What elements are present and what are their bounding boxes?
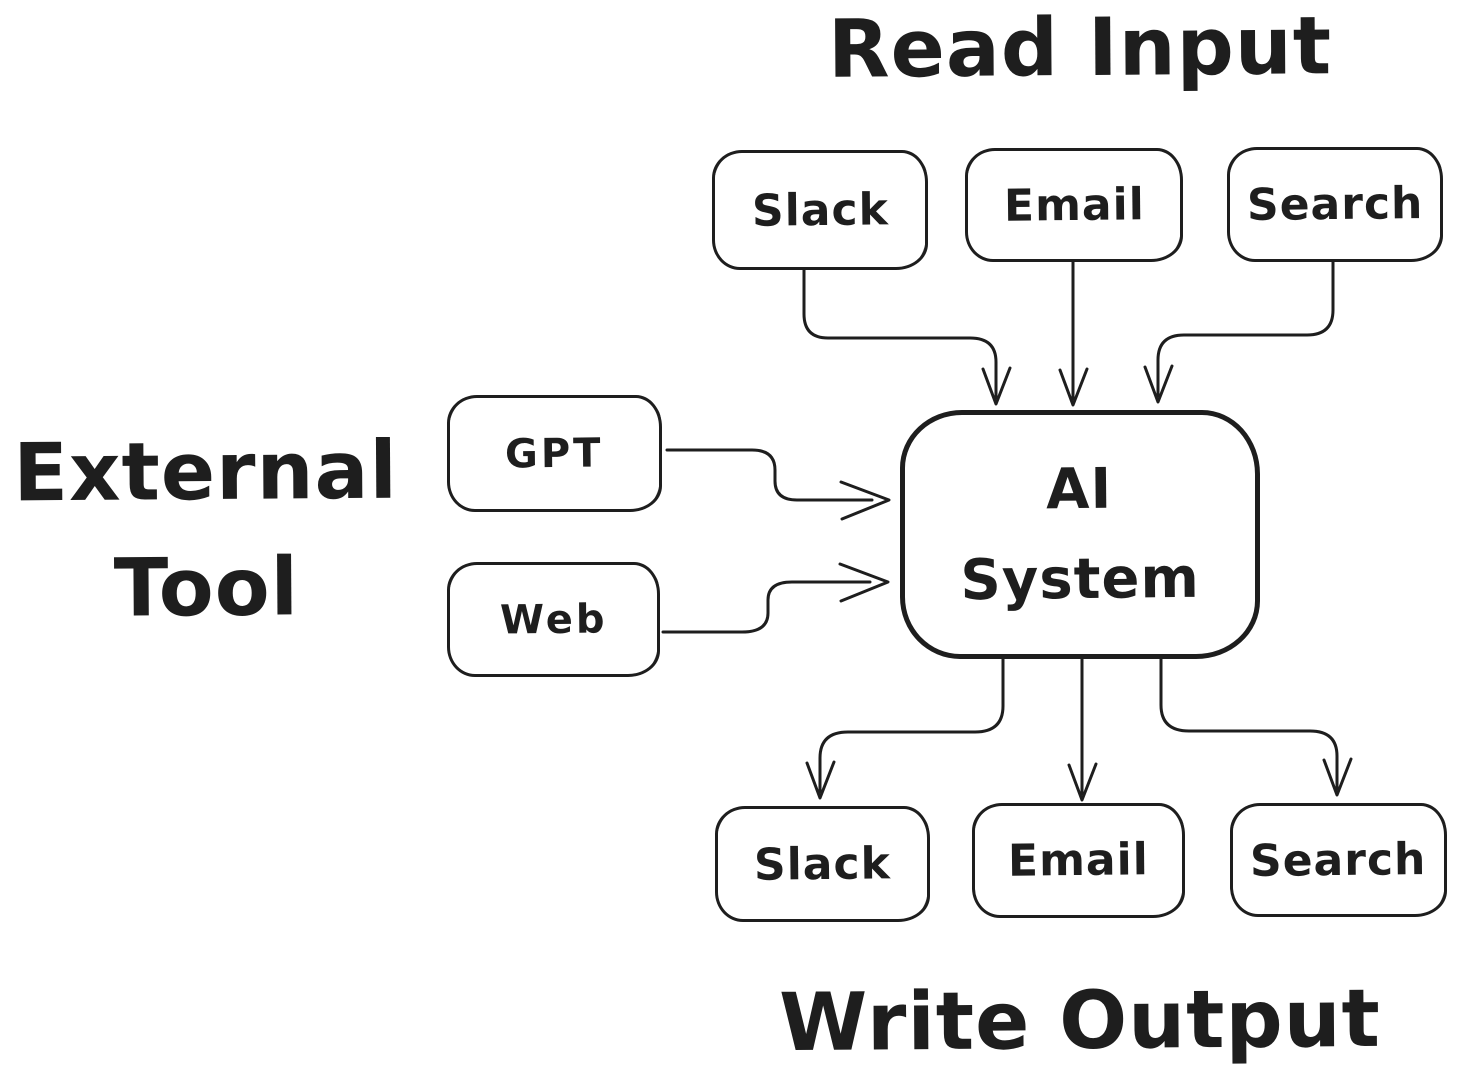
node-gpt: GPT xyxy=(447,395,662,512)
arrow-web-to-ai xyxy=(661,562,890,634)
arrow-ai-to-slack-output xyxy=(805,657,1005,800)
label-external-tool-line1: External xyxy=(12,423,399,520)
node-slack-input: Slack xyxy=(712,150,928,270)
arrow-ai-to-email-output xyxy=(1067,657,1098,802)
node-search-output-label: Search xyxy=(1250,833,1427,887)
node-gpt-label: GPT xyxy=(505,429,604,478)
node-email-output-label: Email xyxy=(1007,834,1150,887)
node-ai-system: AI System xyxy=(900,410,1260,659)
node-slack-output: Slack xyxy=(715,806,930,922)
node-ai-system-label: AI System xyxy=(959,444,1200,626)
node-email-output: Email xyxy=(972,803,1185,918)
arrow-search-input-to-ai xyxy=(1143,260,1335,404)
arrow-gpt-to-ai xyxy=(665,448,891,521)
arrow-email-input-to-ai xyxy=(1058,260,1089,407)
node-search-input: Search xyxy=(1227,147,1443,262)
node-search-input-label: Search xyxy=(1246,178,1424,231)
node-ai-system-label-line2: System xyxy=(960,545,1201,613)
label-external-tool: External Tool xyxy=(0,413,413,648)
node-slack-output-label: Slack xyxy=(753,837,892,891)
arrow-slack-input-to-ai xyxy=(802,268,1012,406)
label-external-tool-line2: Tool xyxy=(113,540,300,635)
node-search-output: Search xyxy=(1230,803,1447,917)
arrow-ai-to-search-output xyxy=(1159,657,1353,797)
node-slack-input-label: Slack xyxy=(751,183,889,237)
node-ai-system-label-line1: AI xyxy=(1046,456,1113,523)
title-write-output: Write Output xyxy=(778,971,1382,1070)
title-read-input: Read Input xyxy=(827,0,1333,96)
node-email-input-label: Email xyxy=(1003,178,1145,232)
node-web: Web xyxy=(447,562,660,677)
node-email-input: Email xyxy=(965,148,1183,262)
node-web-label: Web xyxy=(499,595,608,644)
